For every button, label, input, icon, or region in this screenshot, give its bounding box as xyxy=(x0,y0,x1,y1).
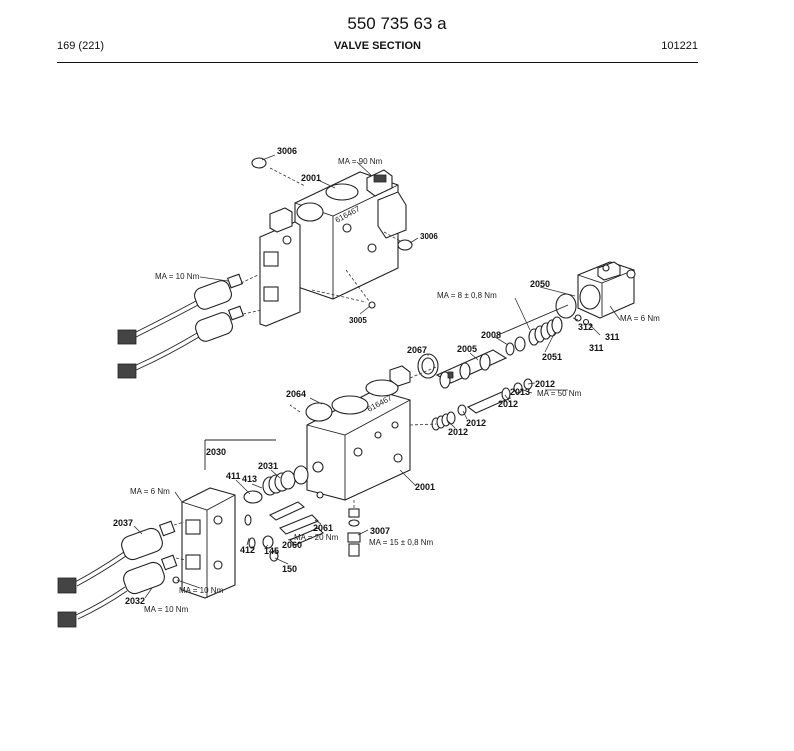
part-label: 3005 xyxy=(349,316,367,325)
lower-valve-block xyxy=(289,365,437,501)
part-label: 2005 xyxy=(457,344,477,354)
page-title: VALVE SECTION xyxy=(334,40,421,52)
part-label: 2008 xyxy=(481,330,501,340)
header-row: 169 (221) VALVE SECTION 101221 xyxy=(57,40,698,56)
header-rule xyxy=(57,62,698,63)
torque-label: MA = 6 Nm xyxy=(620,314,660,323)
part-label: 2037 xyxy=(113,518,133,528)
lower-solenoid-2 xyxy=(57,554,178,628)
part-label: 411 xyxy=(226,471,241,481)
torque-label: MA = 6 Nm xyxy=(130,487,170,496)
part-label: 2001 xyxy=(415,482,435,492)
part-label: 2061 xyxy=(313,523,333,533)
part-label: 312 xyxy=(578,322,593,332)
part-label: 3006 xyxy=(277,146,297,156)
part-label: 3007 xyxy=(370,526,390,536)
document-number: 550 735 63 a xyxy=(347,14,447,33)
end-plate-2030 xyxy=(181,439,276,599)
part-label: 412 xyxy=(240,545,255,555)
torque-label: MA = 8 ± 0,8 Nm xyxy=(437,291,497,300)
torque-label: MA = 90 Nm xyxy=(338,157,383,166)
leader-lines xyxy=(133,154,621,599)
lower-solenoid-1 xyxy=(57,520,176,594)
part-label: 150 xyxy=(282,564,297,574)
document-code: 101221 xyxy=(661,40,698,52)
torque-label: MA = 10 Nm xyxy=(144,605,189,614)
torque-label: MA = 15 ± 0,8 Nm xyxy=(369,538,434,547)
part-label: 2051 xyxy=(542,352,562,362)
upper-solenoid-1 xyxy=(117,273,244,345)
torque-labels: MA = 90 Nm MA = 10 Nm MA = 8 ± 0,8 Nm MA… xyxy=(130,157,660,614)
lower-small-parts xyxy=(243,465,361,562)
part-label: 311 xyxy=(605,332,620,342)
part-label: 2012 xyxy=(498,399,518,409)
part-label: 2012 xyxy=(466,418,486,428)
spool-parts xyxy=(417,316,563,431)
part-label: 145 xyxy=(264,546,279,556)
torque-label: MA = 50 Nm xyxy=(537,389,582,398)
part-label: 2067 xyxy=(407,345,427,355)
part-label: 2013 xyxy=(510,387,530,397)
part-label: 2032 xyxy=(125,596,145,606)
part-label: 2012 xyxy=(448,427,468,437)
part-label: 311 xyxy=(589,343,604,353)
part-label: 2060 xyxy=(282,540,302,550)
page-number: 169 (221) xyxy=(57,40,105,52)
part-label: 2001 xyxy=(301,173,321,183)
part-label: 413 xyxy=(242,474,257,484)
part-label: 3006 xyxy=(420,232,438,241)
torque-label: MA = 20 Nm xyxy=(294,533,339,542)
upper-valve-block xyxy=(117,157,413,379)
part-label: 2030 xyxy=(206,447,226,457)
part-label: 2012 xyxy=(535,379,555,389)
housing-2050 xyxy=(497,261,636,336)
part-label: 2031 xyxy=(258,461,278,471)
part-label: 2064 xyxy=(286,389,306,399)
upper-solenoid-2 xyxy=(117,305,245,379)
torque-label: MA = 10 Nm xyxy=(179,586,224,595)
torque-label: MA = 10 Nm xyxy=(155,272,200,281)
part-label: 2050 xyxy=(530,279,550,289)
part-labels: 3006 2001 3006 3005 2050 312 311 311 205… xyxy=(113,146,620,606)
